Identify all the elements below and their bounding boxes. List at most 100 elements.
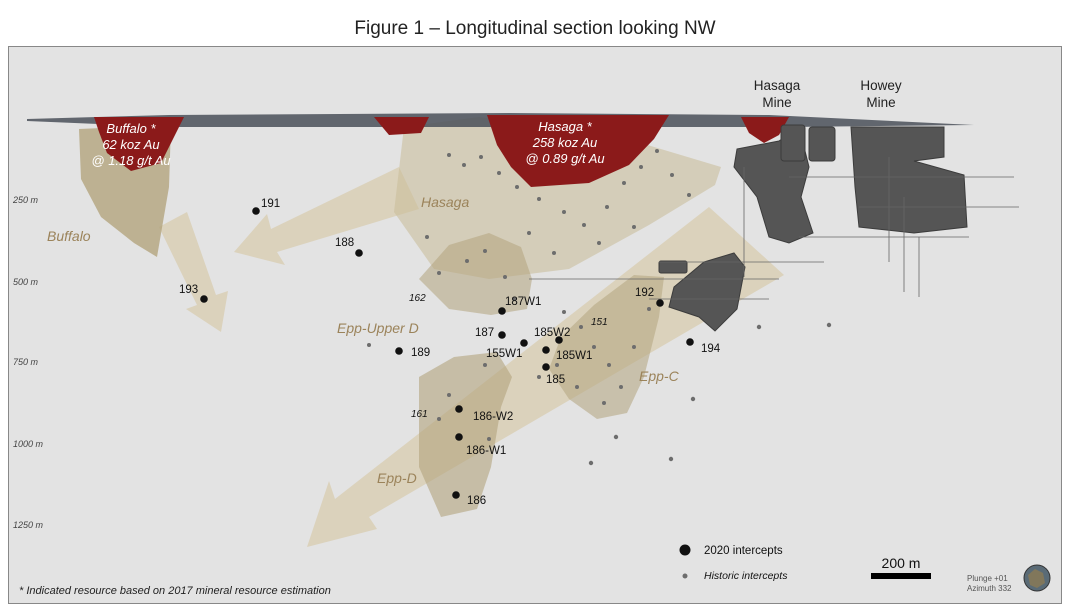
historic-intercept xyxy=(622,181,626,185)
howey-workings xyxy=(850,126,968,234)
scale-bar-label: 200 m xyxy=(882,555,921,571)
longitudinal-section: 250 m 500 m 750 m 1000 m 1250 m Hasaga M… xyxy=(12,78,1051,597)
historic-intercept xyxy=(515,185,519,189)
historic-intercept xyxy=(613,434,619,440)
intercept-185 xyxy=(542,363,550,371)
historic-intercept xyxy=(562,210,566,214)
historic-intercept xyxy=(483,363,487,367)
epp-upper-d-zone xyxy=(419,233,532,315)
hole-label: 185W2 xyxy=(534,327,570,339)
historic-intercept xyxy=(527,231,531,235)
intercept-186-W1 xyxy=(455,433,463,441)
historic-hole-label: 151 xyxy=(591,317,608,328)
historic-intercept xyxy=(437,417,441,421)
historic-intercept xyxy=(655,149,659,153)
scale-bar: 200 m xyxy=(871,555,931,579)
hole-label: 187 xyxy=(475,327,494,339)
intercept-187W1 xyxy=(498,307,506,315)
historic-intercept xyxy=(639,165,643,169)
buffalo-pit xyxy=(94,117,184,171)
historic-intercept xyxy=(826,322,832,328)
surface xyxy=(27,113,974,187)
legend-minor-marker xyxy=(682,573,688,579)
zone-label-buffalo: Buffalo xyxy=(47,228,91,244)
intercept-187 xyxy=(498,331,506,339)
hole-label: 189 xyxy=(411,347,430,359)
buffalo-resource-name: Buffalo * xyxy=(106,121,156,136)
depth-label: 750 m xyxy=(13,357,39,367)
historic-intercept xyxy=(497,171,501,175)
zone-label-epp-c: Epp-C xyxy=(639,368,680,384)
historic-intercept xyxy=(537,375,541,379)
depth-label: 1000 m xyxy=(13,439,44,449)
intercept-194 xyxy=(686,338,694,346)
historic-intercept xyxy=(690,396,696,402)
howey-mine-name: Howey xyxy=(860,78,902,93)
historic-hole-label: 161 xyxy=(411,409,428,420)
historic-intercept xyxy=(462,163,466,167)
zone-label-hasaga: Hasaga xyxy=(421,194,469,210)
hole-label: 186-W2 xyxy=(473,411,513,423)
intercept-185W1 xyxy=(542,346,550,354)
legend-minor-label: Historic intercepts xyxy=(704,570,788,582)
historic-intercept xyxy=(503,275,507,279)
azimuth-label: Azimuth 332 xyxy=(967,584,1012,593)
historic-intercept xyxy=(552,251,556,255)
historic-intercept xyxy=(588,460,594,466)
zone-labels: Buffalo Hasaga Epp-Upper D Epp-C Epp-D xyxy=(47,194,680,486)
historic-intercept xyxy=(602,401,606,405)
historic-intercept xyxy=(605,205,609,209)
hole-label: 191 xyxy=(261,198,280,210)
workings-block xyxy=(808,126,836,162)
mine-workings xyxy=(658,124,968,332)
orientation: Plunge +01 Azimuth 332 xyxy=(967,564,1051,593)
intercept-189 xyxy=(395,347,403,355)
historic-intercept xyxy=(487,437,491,441)
legend-major-marker xyxy=(679,544,691,556)
historic-intercept xyxy=(579,325,583,329)
hasaga-resource-ounces: 258 koz Au xyxy=(532,135,598,150)
historic-intercept xyxy=(607,363,611,367)
hole-label: 185W1 xyxy=(556,350,592,362)
hasaga-mine-name: Hasaga xyxy=(754,78,801,93)
historic-intercept xyxy=(592,345,596,349)
hole-label: 186-W1 xyxy=(466,445,506,457)
epp-workings xyxy=(668,252,746,332)
depth-scale: 250 m 500 m 750 m 1000 m 1250 m xyxy=(12,195,44,530)
footnote: * Indicated resource based on 2017 miner… xyxy=(19,585,331,597)
historic-intercept xyxy=(670,173,674,177)
historic-intercepts xyxy=(367,149,832,466)
intercepts-2020 xyxy=(200,207,694,499)
hasaga-pit xyxy=(487,115,669,187)
intercept-192 xyxy=(656,299,664,307)
intercept-155W1 xyxy=(520,339,528,347)
hasaga-resource-name: Hasaga * xyxy=(538,119,592,134)
depth-label: 500 m xyxy=(13,277,39,287)
legend-major-label: 2020 intercepts xyxy=(704,545,783,557)
hole-label: 187W1 xyxy=(505,296,541,308)
epp-d-zone xyxy=(419,352,512,517)
zone-label-epp-upper-d: Epp-Upper D xyxy=(337,320,419,336)
workings-levels xyxy=(529,157,1019,300)
zone-label-epp-d: Epp-D xyxy=(377,470,417,486)
historic-intercept xyxy=(619,385,623,389)
hasaga-mine-name-2: Mine xyxy=(762,95,791,110)
historic-hole-label: 162 xyxy=(409,293,426,304)
globe-detail xyxy=(1028,569,1045,588)
hasaga-mine-pit xyxy=(741,117,789,143)
figure-title: Figure 1 – Longitudinal section looking … xyxy=(354,18,716,39)
hole-label: 192 xyxy=(635,287,654,299)
historic-intercept xyxy=(632,225,636,229)
howey-mine-name-2: Mine xyxy=(866,95,895,110)
plunge-label: Plunge +01 xyxy=(967,574,1008,583)
intercept-185W2 xyxy=(555,336,563,344)
depth-label: 250 m xyxy=(12,195,39,205)
historic-intercept xyxy=(437,271,441,275)
workings-block xyxy=(658,260,688,274)
historic-intercept xyxy=(632,345,636,349)
mine-labels: Hasaga Mine Howey Mine xyxy=(754,78,902,110)
hole-label: 193 xyxy=(179,284,198,296)
historic-intercept xyxy=(425,235,429,239)
historic-intercept xyxy=(479,155,483,159)
intercept-191 xyxy=(252,207,260,215)
